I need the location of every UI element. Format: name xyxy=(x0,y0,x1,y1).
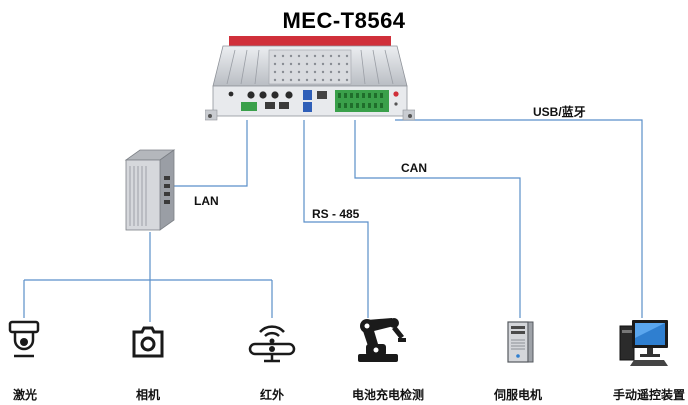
device-label-infrared: 红外 xyxy=(259,388,284,402)
diagram-title: MEC-T8564 xyxy=(282,8,406,33)
remote-control-icon xyxy=(619,320,668,366)
device-label-battery: 电池充电检测 xyxy=(351,388,424,402)
device-label-remote: 手动遥控装置 xyxy=(612,388,685,402)
wire-sensor-bus xyxy=(23,232,273,322)
switch-device xyxy=(124,149,176,231)
wire-rs485 xyxy=(303,120,369,318)
laser-icon xyxy=(8,320,40,358)
link-label-usb: USB/蓝牙 xyxy=(533,105,586,119)
device-label-laser: 激光 xyxy=(12,388,37,402)
robot-arm-icon xyxy=(358,318,406,362)
wire-usb xyxy=(395,119,643,318)
wire-lan xyxy=(166,120,248,187)
device-label-camera: 相机 xyxy=(135,388,160,402)
wire-can xyxy=(354,120,521,318)
infrared-icon xyxy=(248,325,296,363)
servo-motor-icon xyxy=(507,321,534,363)
link-label-can: CAN xyxy=(401,161,427,175)
link-label-rs485: RS - 485 xyxy=(312,207,360,221)
controller-device xyxy=(205,36,415,121)
link-label-lan: LAN xyxy=(194,194,219,208)
camera-icon xyxy=(132,326,164,358)
device-label-servo: 伺服电机 xyxy=(493,388,542,402)
